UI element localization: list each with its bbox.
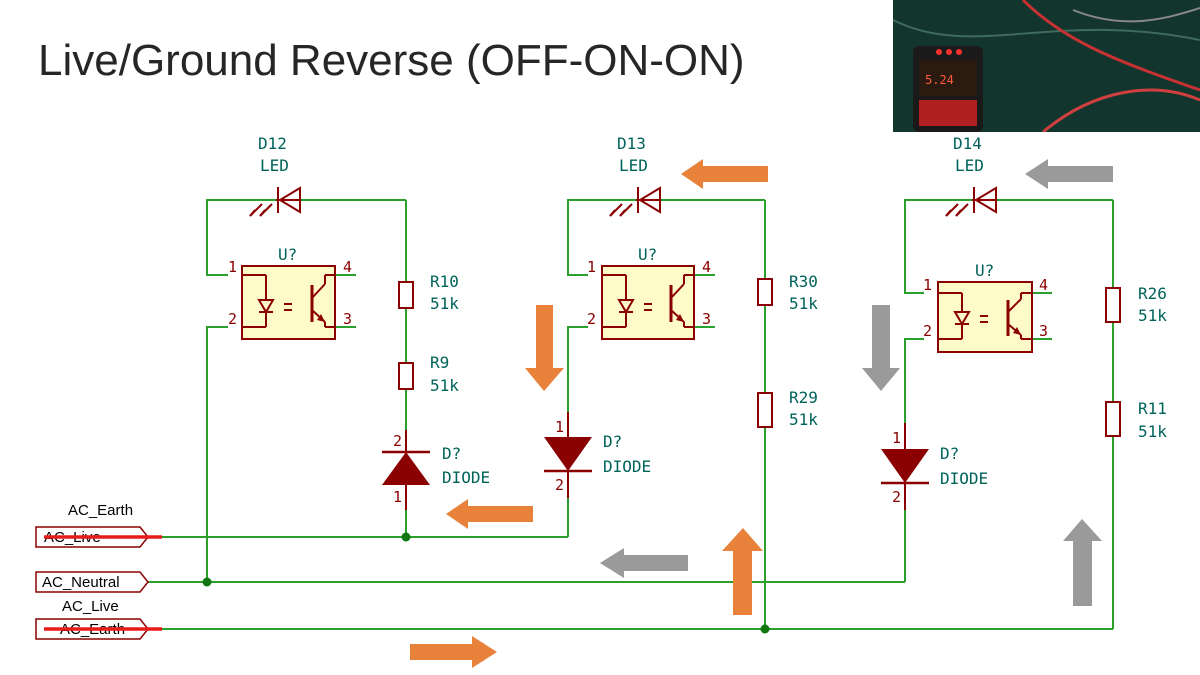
net-annotation: AC_Live: [62, 598, 119, 615]
pin-number: 2: [228, 310, 237, 328]
led-ref: D13: [617, 134, 646, 153]
optocoupler-u2: [601, 265, 695, 340]
led-value: LED: [955, 156, 984, 175]
opto-ref: U?: [278, 245, 297, 264]
port-label: AC_Neutral: [42, 574, 120, 591]
diode-value: DIODE: [940, 469, 988, 488]
led-value: LED: [260, 156, 289, 175]
net-port-earth: AC_Earth: [35, 618, 162, 640]
pin-number: 2: [923, 322, 932, 340]
pin-number: 1: [892, 429, 901, 447]
resistor-ref: R26: [1138, 284, 1167, 303]
resistor-r30: [757, 278, 773, 306]
net-port-live: AC_Live: [35, 526, 162, 548]
junction-dot: [760, 624, 770, 634]
optocoupler-u1: [241, 265, 336, 340]
outlet-tester-photo: 5.24: [893, 0, 1200, 132]
optocoupler-u3: [937, 281, 1033, 353]
resistor-value: 51k: [430, 376, 459, 395]
opto-ref: U?: [975, 261, 994, 280]
pin-number: 4: [343, 258, 352, 276]
resistor-ref: R30: [789, 272, 818, 291]
pin-number: 4: [702, 258, 711, 276]
resistor-value: 51k: [789, 410, 818, 429]
arrow-left-orange: [681, 159, 768, 189]
pin-number: 1: [587, 258, 596, 276]
diode-up: [382, 430, 430, 510]
arrow-down-gray: [862, 305, 900, 391]
resistor-ref: R9: [430, 353, 449, 372]
diode-ref: D?: [603, 432, 622, 451]
junction-dot: [401, 532, 411, 542]
net-annotation: AC_Earth: [68, 502, 133, 519]
resistor-ref: R11: [1138, 399, 1167, 418]
resistor-r29: [757, 392, 773, 428]
pin-number: 2: [587, 310, 596, 328]
resistor-r26: [1105, 287, 1121, 323]
diode-ref: D?: [442, 444, 461, 463]
flow-arrows: [410, 159, 1113, 668]
led-ref: D14: [953, 134, 982, 153]
diode-ref: D?: [940, 444, 959, 463]
led-d12: [249, 186, 301, 217]
resistor-ref: R10: [430, 272, 459, 291]
pin-number: 1: [393, 488, 402, 506]
pin-number: 2: [555, 476, 564, 494]
pin-number: 3: [702, 310, 711, 328]
resistor-value: 51k: [789, 294, 818, 313]
resistor-value: 51k: [1138, 422, 1167, 441]
arrow-up-orange: [722, 528, 763, 615]
led-ref: D12: [258, 134, 287, 153]
pin-number: 2: [892, 488, 901, 506]
diode-down: [544, 412, 592, 498]
opto-ref: U?: [638, 245, 657, 264]
circuit-3: D14 LED 1 2 3 4: [881, 134, 1167, 629]
led-value: LED: [619, 156, 648, 175]
arrow-up-gray: [1063, 519, 1102, 606]
resistor-ref: R29: [789, 388, 818, 407]
pin-number: 2: [393, 432, 402, 450]
diode-value: DIODE: [442, 468, 490, 487]
led-d13: [609, 186, 661, 217]
led-d14: [945, 186, 997, 217]
resistor-r10: [398, 281, 414, 309]
arrow-left-gray: [600, 548, 688, 578]
circuit-1: D12 LED 1 2 3 4: [202, 134, 490, 587]
circuit-2: D13 LED 1 2 3 4: [544, 134, 818, 634]
pin-number: 4: [1039, 276, 1048, 294]
arrow-right-orange: [410, 636, 497, 668]
pin-number: 3: [1039, 322, 1048, 340]
resistor-r11: [1105, 401, 1121, 437]
pin-number: 1: [555, 418, 564, 436]
pin-number: 3: [343, 310, 352, 328]
diode-value: DIODE: [603, 457, 651, 476]
slide-title: Live/Ground Reverse (OFF-ON-ON): [38, 36, 745, 85]
resistor-value: 51k: [1138, 306, 1167, 325]
junction-dot: [202, 577, 212, 587]
arrow-left-orange: [446, 499, 533, 529]
arrow-left-gray: [1025, 159, 1113, 189]
pin-number: 1: [923, 276, 932, 294]
net-wires: [148, 536, 1113, 630]
svg-text:5.24: 5.24: [925, 73, 954, 87]
resistor-value: 51k: [430, 294, 459, 313]
net-port-neutral: AC_Neutral: [35, 571, 149, 593]
diode-down: [881, 423, 929, 510]
arrow-down-orange: [525, 305, 564, 391]
pin-number: 1: [228, 258, 237, 276]
resistor-r9: [398, 362, 414, 390]
